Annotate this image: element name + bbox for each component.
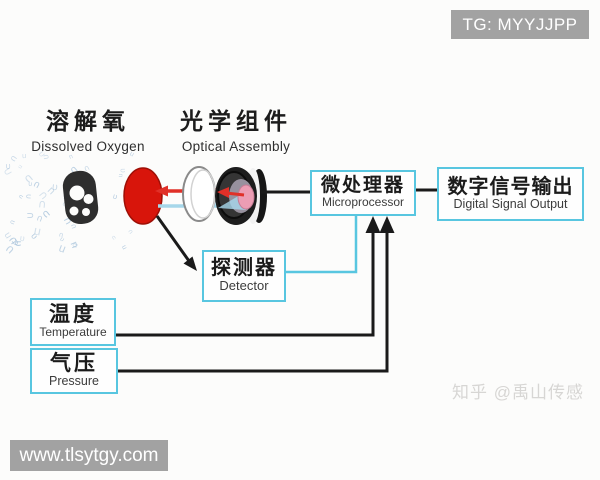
optical-assembly-label: 光学组件 Optical Assembly [168,102,304,154]
tg-badge: TG: MYYJJPP [451,10,589,39]
sensor-cap-graphic [62,170,99,225]
zhihu-watermark: 知乎 @禹山传感 [452,383,584,402]
digital-signal-output-label-zh: 数字信号输出 [447,175,574,198]
detector-label-en: Detector [219,278,269,294]
temperature-label-en: Temperature [39,325,107,340]
digital-signal-output-box: 数字信号输出 Digital Signal Output [437,167,584,221]
digital-signal-output-label-en: Digital Signal Output [453,196,568,211]
website-badge: www.tlsytgy.com [10,440,168,471]
membrane-disc [123,167,163,225]
microprocessor-box: 微处理器 Microprocessor [310,170,416,216]
connector-pressure-to-microprocessor [118,216,395,373]
temperature-box: 温度 Temperature [30,298,116,346]
pressure-label-zh: 气压 [50,352,98,376]
dissolved-oxygen-label-zh: 溶解氧 [46,108,130,134]
lens-disc [182,166,216,222]
microprocessor-label-en: Microprocessor [321,195,405,210]
connector-detector-to-microprocessor [286,216,358,274]
microprocessor-label-zh: 微处理器 [320,175,405,197]
optical-assembly-label-en: Optical Assembly [181,139,291,154]
lens-barrel [215,167,267,225]
dissolved-oxygen-label-en: Dissolved Oxygen [31,139,145,154]
pressure-label-en: Pressure [48,374,100,389]
connector-temperature-to-microprocessor [116,216,381,337]
optical-assembly-label-zh: 光学组件 [180,108,292,134]
detector-box: 探测器 Detector [202,250,286,302]
temperature-label-zh: 温度 [49,303,97,327]
arrow-membrane-to-detector [155,215,197,271]
pressure-box: 气压 Pressure [30,348,118,394]
dissolved-oxygen-label: 溶解氧 Dissolved Oxygen [22,102,154,154]
detector-label-zh: 探测器 [211,257,277,280]
